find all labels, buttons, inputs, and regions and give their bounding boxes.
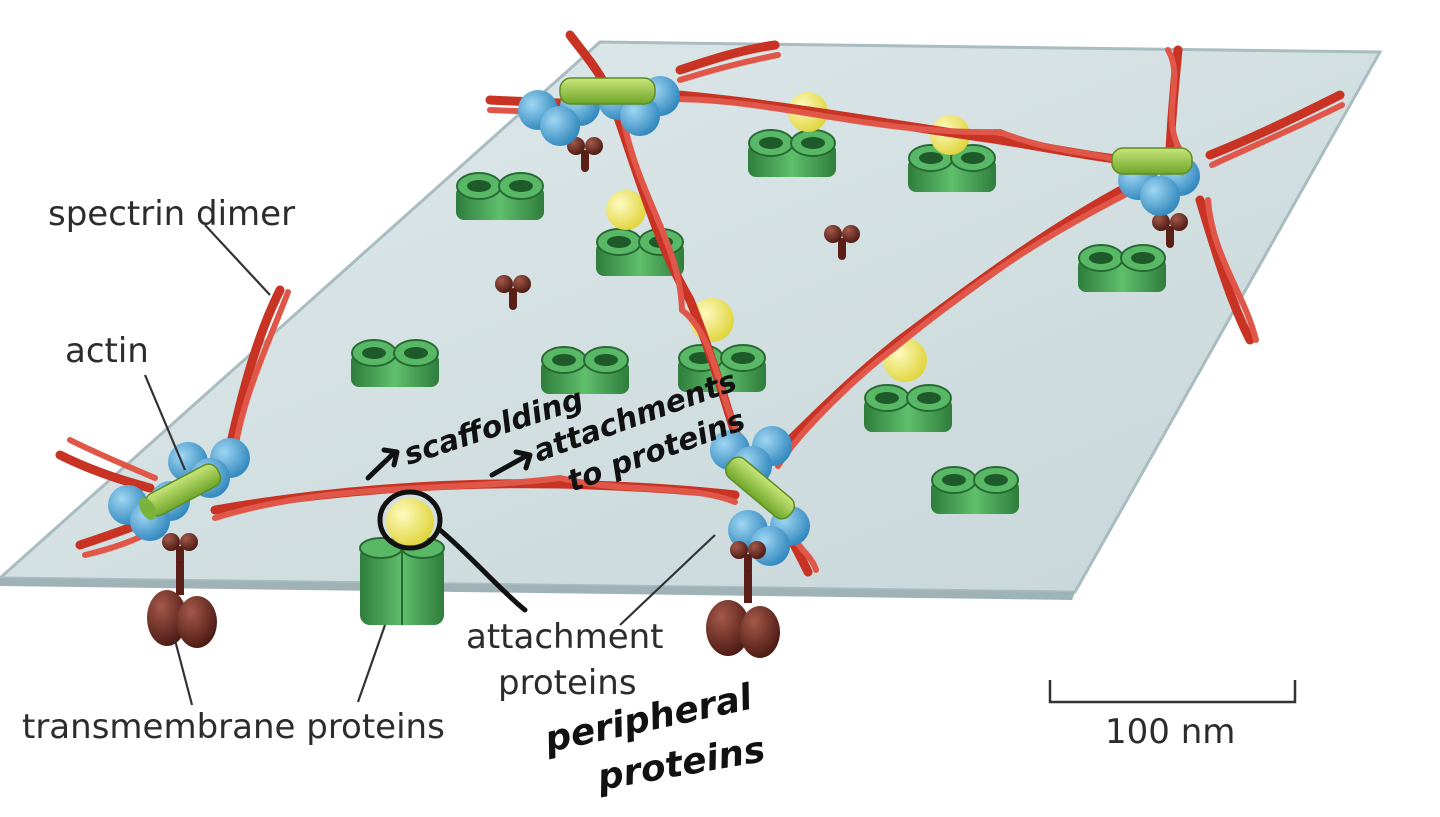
label-attachment-proteins-line1: attachment — [466, 617, 664, 657]
label-actin: actin — [65, 331, 149, 371]
scale-bar: 100 nm — [1048, 680, 1297, 752]
junctional-complex-top — [518, 76, 680, 146]
label-transmembrane-proteins: transmembrane proteins — [22, 707, 445, 747]
junctional-complex-left — [108, 438, 250, 541]
transmembrane-protein-left — [147, 533, 217, 648]
transmembrane-channel — [359, 537, 445, 625]
scale-bar-label: 100 nm — [1105, 712, 1235, 752]
attachment-protein-highlighted — [386, 498, 434, 546]
label-attachment-proteins-line2: proteins — [498, 663, 637, 703]
ink-circle — [377, 489, 443, 551]
ink-arrow — [437, 527, 528, 613]
label-spectrin-dimer: spectrin dimer — [48, 194, 295, 234]
leader-lines — [143, 224, 716, 706]
transmembrane-protein-right — [706, 541, 780, 658]
junctional-complex-right — [1111, 147, 1200, 216]
junctional-complex-bottom — [710, 426, 810, 566]
